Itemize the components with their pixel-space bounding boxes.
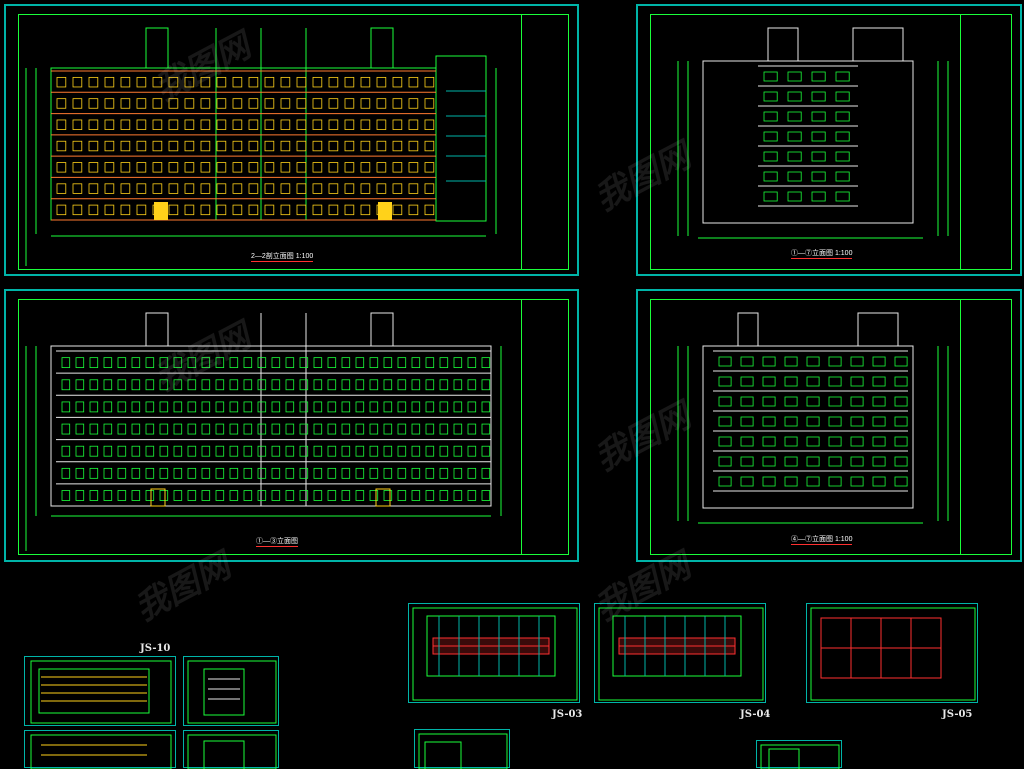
thumb-js10-b[interactable] bbox=[183, 656, 279, 726]
thumb-label-js04: JS-04 bbox=[740, 709, 771, 720]
thumb-js-lower-b[interactable] bbox=[756, 740, 842, 769]
thumb-js05-plan bbox=[810, 607, 976, 701]
sheet-3-caption: ①—③立面图 bbox=[256, 538, 298, 547]
thumb-js-lower-a-drawing bbox=[418, 733, 508, 769]
thumb-js04-plan bbox=[598, 607, 764, 701]
sheet-2-caption: ①—⑦立面图 1:100 bbox=[791, 250, 853, 259]
thumb-js03[interactable] bbox=[408, 603, 580, 703]
thumb-js-lower-a[interactable] bbox=[414, 729, 510, 769]
sheet-4-caption: ④—⑦立面图 1:100 bbox=[791, 536, 853, 545]
thumb-label-js03: JS-03 bbox=[552, 709, 583, 720]
thumb-js03-plan bbox=[412, 607, 578, 701]
sheet-1-border bbox=[18, 14, 569, 270]
thumb-js10-d-drawing bbox=[187, 734, 277, 769]
thumb-js-lower-b-drawing bbox=[760, 744, 840, 769]
sheet-2-elevation-drawing bbox=[677, 27, 949, 239]
drawing-sheet-2[interactable]: ①—⑦立面图 1:100 bbox=[636, 4, 1022, 276]
sheet-2-title-block bbox=[960, 14, 1012, 270]
sheet-4-elevation-drawing bbox=[677, 312, 949, 524]
drawing-sheet-1[interactable]: 2—2剖立面图 1:100 bbox=[4, 4, 579, 276]
sheet-1-elevation-drawing bbox=[25, 27, 497, 266]
thumb-js10-d[interactable] bbox=[183, 730, 279, 769]
sheet-4-title-block bbox=[960, 299, 1012, 555]
sheet-4-border bbox=[650, 299, 1012, 555]
sheet-3-border bbox=[18, 299, 569, 555]
sheet-1-title-block bbox=[521, 14, 569, 270]
thumb-js10-a-drawing bbox=[30, 660, 172, 724]
sheet-3-elevation-drawing bbox=[25, 312, 502, 551]
thumb-js10-b-drawing bbox=[187, 660, 277, 724]
sheet-3-title-block bbox=[521, 299, 569, 555]
drawing-sheet-4[interactable]: ④—⑦立面图 1:100 bbox=[636, 289, 1022, 562]
thumb-label-js10: JS-10 bbox=[140, 643, 171, 654]
thumb-js04[interactable] bbox=[594, 603, 766, 703]
sheet-1-caption: 2—2剖立面图 1:100 bbox=[251, 253, 314, 262]
thumb-js05[interactable] bbox=[806, 603, 978, 703]
thumb-js10-c-drawing bbox=[30, 734, 172, 769]
thumb-js10-a[interactable] bbox=[24, 656, 176, 726]
sheet-2-border bbox=[650, 14, 1012, 270]
thumb-js10-c[interactable] bbox=[24, 730, 176, 769]
thumb-label-js05: JS-05 bbox=[942, 709, 973, 720]
drawing-sheet-3[interactable]: ①—③立面图 bbox=[4, 289, 579, 562]
